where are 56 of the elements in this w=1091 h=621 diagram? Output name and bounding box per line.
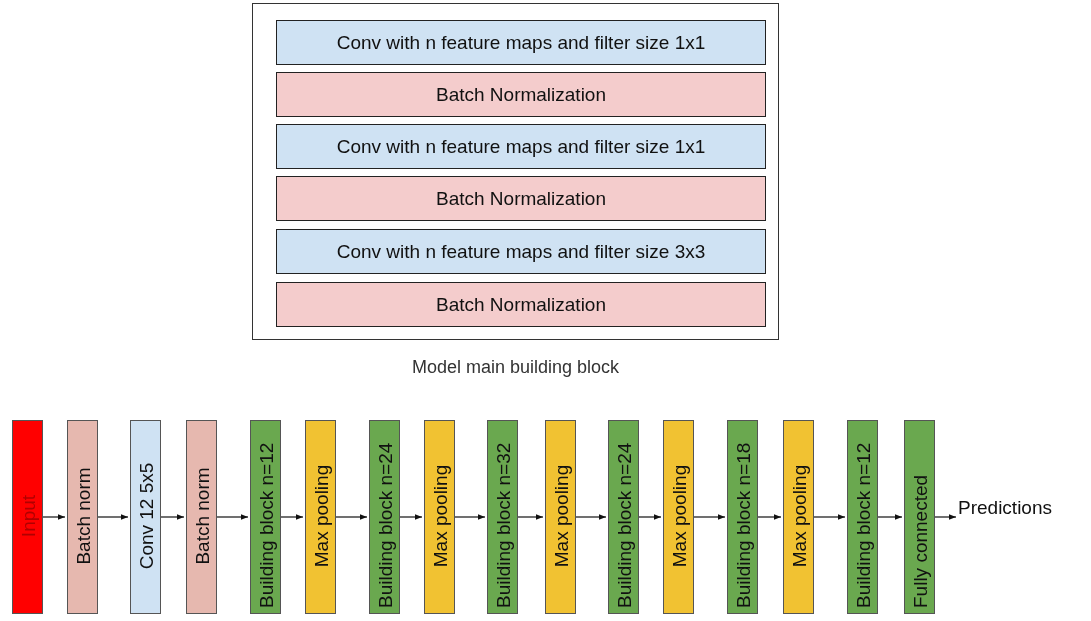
max-pooling-box (545, 420, 576, 614)
arrow (693, 514, 726, 520)
arrow (42, 514, 66, 520)
building-block-box (904, 420, 935, 614)
arrow (160, 514, 185, 520)
layer-label: Batch norm (191, 466, 214, 567)
max-pooling-box (305, 420, 336, 614)
conv-layer-box: Conv with n feature maps and filter size 1x1 (276, 124, 766, 169)
layer-label: Building block n=32 (492, 441, 515, 610)
arrow (575, 514, 607, 520)
building-block-box (847, 420, 878, 614)
layer-label: Building block n=24 (374, 441, 397, 610)
arrow (399, 514, 423, 520)
arrow (280, 514, 304, 520)
arrow (638, 514, 662, 520)
arrow (97, 514, 129, 520)
building-block-box (369, 420, 400, 614)
layer-label: Max pooling (429, 463, 452, 570)
max-pooling-box (663, 420, 694, 614)
building-block-box (727, 420, 758, 614)
layer-label: Building block n=24 (613, 441, 636, 610)
input-box (12, 420, 43, 614)
arrow (813, 514, 846, 520)
layer-label: Max pooling (550, 463, 573, 570)
conv-layer-box: Conv with n feature maps and filter size 3x3 (276, 229, 766, 274)
output-label: Predictions (958, 492, 1083, 524)
conv-layer-box (130, 420, 161, 614)
layer-label: Max pooling (310, 463, 333, 570)
max-pooling-box (783, 420, 814, 614)
arrow (877, 514, 903, 520)
arrow (454, 514, 486, 520)
max-pooling-box (424, 420, 455, 614)
layer-label: Max pooling (668, 463, 691, 570)
arrow (517, 514, 544, 520)
building-block-box (250, 420, 281, 614)
batch-norm-box (67, 420, 98, 614)
layer-label: Batch norm (72, 466, 95, 567)
layer-label: Conv 12 5x5 (135, 461, 158, 572)
batch-norm-box: Batch Normalization (276, 282, 766, 327)
building-block-box (608, 420, 639, 614)
layer-label: Building block n=18 (732, 441, 755, 610)
layer-label: Input (17, 493, 40, 540)
batch-norm-box: Batch Normalization (276, 176, 766, 221)
layer-label: Building block n=12 (852, 441, 875, 610)
frame-caption: Model main building block (410, 357, 621, 378)
arrow (216, 514, 249, 520)
conv-layer-box: Conv with n feature maps and filter size 1x1 (276, 20, 766, 65)
building-block-box (487, 420, 518, 614)
arrow (757, 514, 782, 520)
arrow (335, 514, 368, 520)
batch-norm-box: Batch Normalization (276, 72, 766, 117)
batch-norm-box (186, 420, 217, 614)
layer-label: Building block n=12 (255, 441, 278, 610)
layer-label: Max pooling (788, 463, 811, 570)
arrow (934, 514, 957, 520)
layer-label: Fully connected (909, 473, 932, 610)
